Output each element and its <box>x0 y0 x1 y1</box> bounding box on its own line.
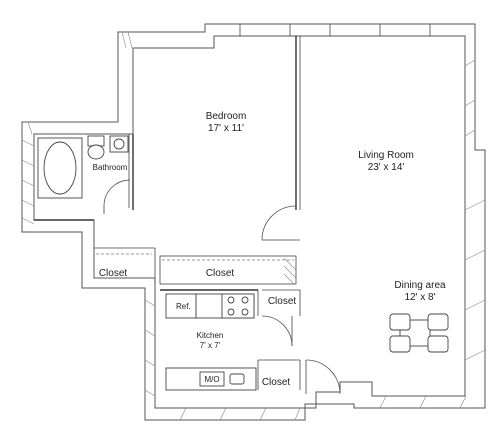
interior-walls <box>34 36 301 390</box>
bedroom-label: Bedroom <box>206 111 247 122</box>
microwave: M/O <box>199 371 225 387</box>
bathtub <box>37 137 83 199</box>
kitchen-size: 7' x 7' <box>200 341 221 350</box>
living-room-label: Living Room <box>358 150 414 161</box>
microwave-label: M/O <box>204 375 219 384</box>
refrigerator: Ref. <box>165 293 197 319</box>
refrigerator-label: Ref. <box>176 302 191 311</box>
kitchen-label: Kitchen <box>197 331 224 340</box>
closet-left-label: Closet <box>99 268 128 279</box>
closet-kitchen-top-label: Closet <box>268 296 297 307</box>
doors <box>103 179 341 395</box>
bedroom-size: 17' x 11' <box>208 123 244 134</box>
dining-area-size: 12' x 8' <box>404 292 435 303</box>
closet-center-label: Closet <box>206 268 235 279</box>
exterior-walls <box>21 23 486 421</box>
kitchen-sink <box>229 373 245 385</box>
stove <box>221 293 255 319</box>
toilet <box>87 135 105 160</box>
dining-table-set <box>389 313 449 353</box>
bathroom-label: Bathroom <box>93 163 128 172</box>
sink <box>109 135 129 153</box>
living-room-size: 23' x 14' <box>368 162 405 173</box>
closet-kitchen-bottom-label: Closet <box>262 377 291 388</box>
dining-area-label: Dining area <box>394 280 446 291</box>
